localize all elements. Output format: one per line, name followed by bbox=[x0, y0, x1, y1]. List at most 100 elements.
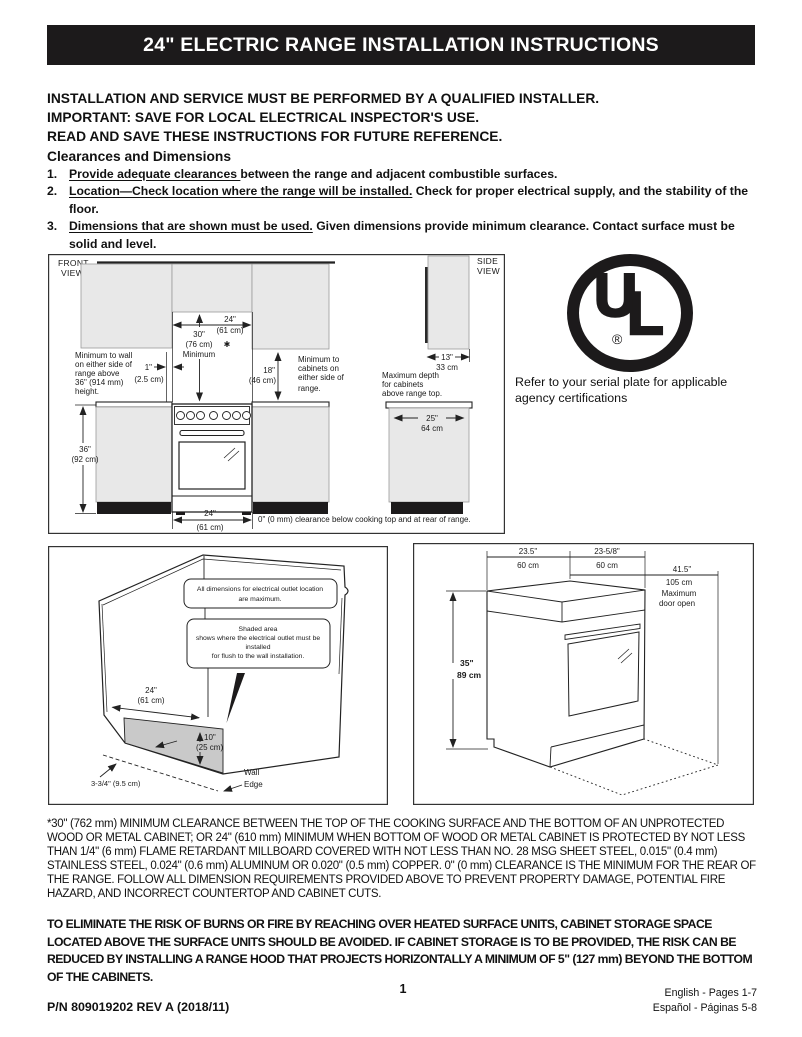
part-number: P/N 809019202 REV A (2018/11) bbox=[47, 1000, 230, 1014]
dim-10-height: 10" (25 cm) bbox=[196, 732, 223, 765]
item-number: 3. bbox=[47, 219, 58, 234]
item-lead-underlined: Dimensions that are shown must be used. bbox=[69, 219, 313, 234]
dim-13: 13" bbox=[441, 353, 453, 362]
oven-window bbox=[178, 441, 246, 490]
svg-text:Maximum: Maximum bbox=[662, 589, 697, 598]
svg-text:3-3/4" (9.5 cm): 3-3/4" (9.5 cm) bbox=[91, 779, 141, 788]
svg-text:height.: height. bbox=[75, 387, 99, 396]
svg-text:installed: installed bbox=[246, 644, 271, 651]
svg-text:(92 cm): (92 cm) bbox=[71, 455, 98, 464]
list-item: 2. Location—Check location where the ran… bbox=[47, 183, 759, 218]
page-title: 24" ELECTRIC RANGE INSTALLATION INSTRUCT… bbox=[143, 33, 659, 56]
svg-text:Minimum: Minimum bbox=[183, 350, 216, 359]
spanish-pages: Español - Páginas 5-8 bbox=[652, 1002, 757, 1014]
language-page-ranges: English - Pages 1-7 Español - Páginas 5-… bbox=[47, 986, 757, 1016]
svg-text:Minimum to: Minimum to bbox=[298, 355, 340, 364]
svg-text:(76 cm): (76 cm) bbox=[185, 340, 212, 349]
svg-text:33 cm: 33 cm bbox=[436, 363, 458, 372]
shade-pointer-arrow bbox=[155, 740, 178, 749]
svg-text:Minimum to wall: Minimum to wall bbox=[75, 351, 133, 360]
svg-text:60 cm: 60 cm bbox=[596, 561, 618, 570]
control-knobs bbox=[176, 411, 251, 420]
dim-1-inch: 1" (2.5 cm) bbox=[134, 363, 184, 384]
svg-text:18": 18" bbox=[263, 366, 275, 375]
dim-36-height: 36" (92 cm) bbox=[71, 404, 99, 514]
dim-24-bottom: 24" (61 cm) bbox=[172, 509, 253, 532]
svg-text:either side of: either side of bbox=[298, 373, 345, 382]
item-lead-underlined: Location—Check location where the range … bbox=[69, 184, 413, 199]
item-lead-underlined: Provide adequate clearances bbox=[69, 167, 241, 181]
intro-line: IMPORTANT: SAVE FOR LOCAL ELECTRICAL INS… bbox=[47, 110, 480, 125]
svg-text:range.: range. bbox=[298, 384, 321, 393]
page-number: 1 bbox=[399, 982, 407, 996]
section-heading: Clearances and Dimensions bbox=[47, 149, 232, 164]
dim-24-width: 24" (61 cm) bbox=[111, 686, 200, 721]
svg-text:All dimensions for electrical: All dimensions for electrical outlet loc… bbox=[197, 586, 323, 593]
svg-text:(2.5 cm): (2.5 cm) bbox=[134, 375, 164, 384]
upper-cabinets bbox=[80, 263, 330, 350]
item-rest: Given dimensions provide minimum clearan… bbox=[69, 219, 735, 251]
base-cabinets bbox=[95, 406, 470, 514]
svg-text:(61 cm): (61 cm) bbox=[196, 523, 223, 532]
dim-25: 25" bbox=[426, 414, 438, 423]
callout-shaded-area: Shaded area shows where the electrical o… bbox=[186, 618, 331, 669]
svg-text:105 cm: 105 cm bbox=[666, 578, 693, 587]
side-view-cabinets: 13" 33 cm Maximum depth for cabinets abo… bbox=[382, 255, 470, 433]
header-bar: 24" ELECTRIC RANGE INSTALLATION INSTRUCT… bbox=[47, 25, 755, 65]
svg-text:on either side of: on either side of bbox=[75, 360, 133, 369]
list-item: 1. Provide adequate clearances between t… bbox=[47, 166, 759, 183]
figure-outlet-location: All dimensions for electrical outlet loc… bbox=[48, 546, 388, 805]
range-front-view bbox=[171, 403, 253, 515]
side-view-label: SIDE bbox=[477, 256, 498, 266]
burn-risk-warning: TO ELIMINATE THE RISK OF BURNS OR FIRE B… bbox=[47, 917, 753, 984]
dim-18: 18" (46 cm) bbox=[249, 352, 282, 401]
svg-text:above range top.: above range top. bbox=[382, 389, 442, 398]
svg-text:24": 24" bbox=[224, 315, 236, 324]
svg-text:are maximum.: are maximum. bbox=[238, 596, 281, 603]
svg-text:24": 24" bbox=[204, 509, 216, 518]
svg-text:range above: range above bbox=[75, 369, 120, 378]
english-pages: English - Pages 1-7 bbox=[664, 987, 757, 999]
cabinet-clearance-note: Minimum to cabinets on either side of ra… bbox=[298, 355, 345, 393]
svg-text:(61 cm): (61 cm) bbox=[216, 326, 243, 335]
front-view-label: FRONT bbox=[58, 258, 89, 268]
svg-text:10": 10" bbox=[204, 733, 216, 742]
certification-caption: Refer to your serial plate for applicabl… bbox=[515, 375, 728, 405]
svg-text:64 cm: 64 cm bbox=[421, 424, 443, 433]
callout-max-dimensions: All dimensions for electrical outlet loc… bbox=[183, 578, 338, 609]
svg-text:for flush to the wall installa: for flush to the wall installation. bbox=[212, 653, 305, 660]
svg-text:shows where the electrical out: shows where the electrical outlet must b… bbox=[196, 635, 321, 642]
pointer-wedge bbox=[226, 673, 245, 723]
intro-line: READ AND SAVE THESE INSTRUCTIONS FOR FUT… bbox=[47, 129, 503, 144]
wall-edge-dashed-line bbox=[102, 754, 219, 792]
dim-door-open: 41.5" bbox=[673, 565, 692, 574]
ul-certification-logo: U L ® bbox=[567, 254, 693, 372]
svg-text:60 cm: 60 cm bbox=[517, 561, 539, 570]
svg-text:89 cm: 89 cm bbox=[457, 670, 482, 680]
zero-clearance-note: 0" (0 mm) clearance below cooking top an… bbox=[258, 515, 471, 524]
dim-30-min: 30" (76 cm) Minimum bbox=[183, 314, 216, 402]
svg-text:Shaded area: Shaded area bbox=[239, 626, 278, 633]
svg-text:for cabinets: for cabinets bbox=[382, 380, 423, 389]
dim-depth-lines: 23.5" 60 cm 23-5/8" 60 cm 41.5" 105 cm M… bbox=[486, 547, 719, 764]
wall-clearance-note: Minimum to wall on either side of range … bbox=[75, 351, 133, 396]
figure-overall-dimensions: 23.5" 60 cm 23-5/8" 60 cm 41.5" 105 cm M… bbox=[413, 543, 754, 805]
svg-text:1": 1" bbox=[145, 363, 152, 372]
svg-text:35": 35" bbox=[460, 658, 474, 668]
intro-line: INSTALLATION AND SERVICE MUST BE PERFORM… bbox=[47, 91, 600, 106]
wall-edge-label: Wall Edge bbox=[223, 768, 263, 792]
oven-handle bbox=[179, 429, 245, 437]
svg-text:Edge: Edge bbox=[244, 780, 263, 789]
max-depth-note: Maximum depth bbox=[382, 371, 439, 380]
dim-23-5: 23.5" bbox=[519, 547, 538, 556]
item-rest: between the range and adjacent combustib… bbox=[240, 167, 558, 181]
intro-statements: INSTALLATION AND SERVICE MUST BE PERFORM… bbox=[47, 89, 759, 146]
svg-text:VIEW: VIEW bbox=[477, 266, 500, 276]
svg-text:(61 cm): (61 cm) bbox=[137, 696, 164, 705]
list-item: 3. Dimensions that are shown must be use… bbox=[47, 218, 759, 253]
registered-trademark-icon: ® bbox=[612, 331, 623, 347]
svg-text:36": 36" bbox=[79, 445, 91, 454]
svg-text:door open: door open bbox=[659, 599, 695, 608]
door-window bbox=[567, 631, 640, 717]
